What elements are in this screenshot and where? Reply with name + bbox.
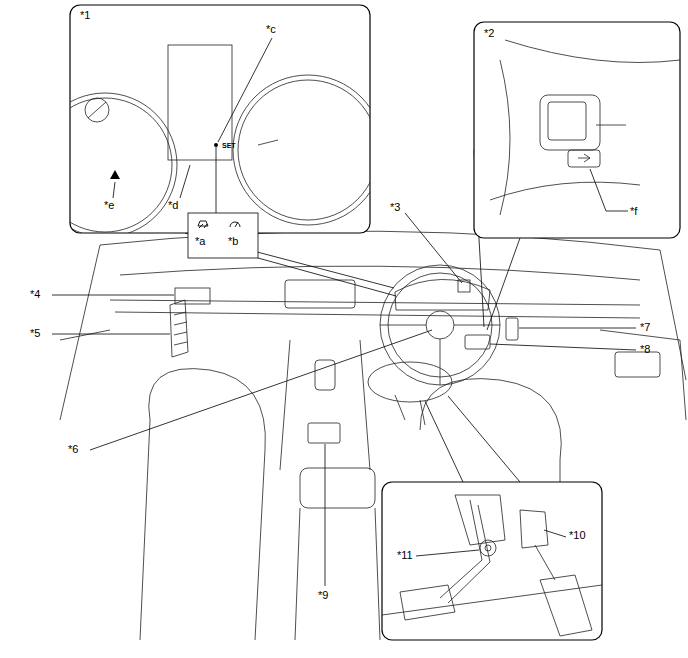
callout-label: *11: [397, 550, 413, 561]
callout-label: *7: [640, 322, 650, 333]
indicator-icons: [198, 221, 240, 228]
callout-label: *e: [104, 200, 114, 211]
callout-label: *a: [195, 236, 205, 247]
inset-frame: [474, 22, 680, 238]
callout-label: *4: [30, 289, 40, 300]
callout-label: *6: [68, 444, 78, 455]
interior-scene: [60, 231, 686, 640]
pedal-illustration: [382, 495, 602, 636]
display-text: SET: [222, 142, 236, 149]
inset-frame: [382, 482, 602, 640]
indicator-bracket: [188, 213, 258, 258]
leader-lines: [416, 530, 566, 556]
indicator-dot: [214, 143, 218, 147]
callout-label: *1: [80, 10, 90, 21]
callout-label: *5: [30, 328, 40, 339]
leader-lines: [113, 38, 272, 213]
inset-frame: [70, 5, 370, 233]
callout-label: *8: [640, 344, 650, 355]
callout-label: *c: [266, 24, 276, 35]
callout-label: *10: [569, 530, 586, 541]
callout-label: *3: [390, 202, 400, 213]
callout-label: *f: [630, 206, 637, 217]
warning-symbol: [110, 170, 120, 179]
leader-line: [590, 169, 628, 211]
callout-label: *b: [228, 236, 238, 247]
callout-label: *2: [484, 28, 494, 39]
steering-switch-illustration: [490, 40, 680, 215]
callout-label: *9: [318, 590, 328, 601]
callout-label: *d: [168, 200, 178, 211]
